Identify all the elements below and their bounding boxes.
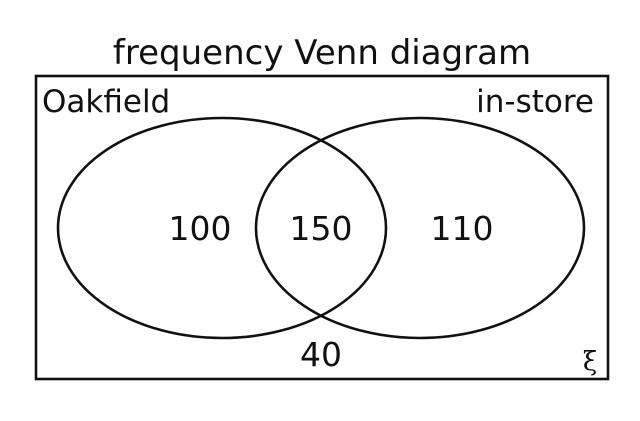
count-left-only: 100 — [169, 209, 232, 248]
count-intersection: 150 — [290, 209, 353, 248]
count-neither: 40 — [300, 335, 342, 374]
universal-set-box — [34, 74, 610, 381]
universal-set-symbol: ξ — [583, 347, 597, 377]
set-label-in-store: in-store — [476, 84, 594, 120]
diagram-title: frequency Venn diagram — [113, 33, 531, 73]
set-in-store-circle — [254, 116, 586, 340]
set-oakfield-circle — [56, 116, 388, 340]
set-label-oakfield: Oakfield — [42, 84, 170, 120]
count-right-only: 110 — [431, 209, 494, 248]
